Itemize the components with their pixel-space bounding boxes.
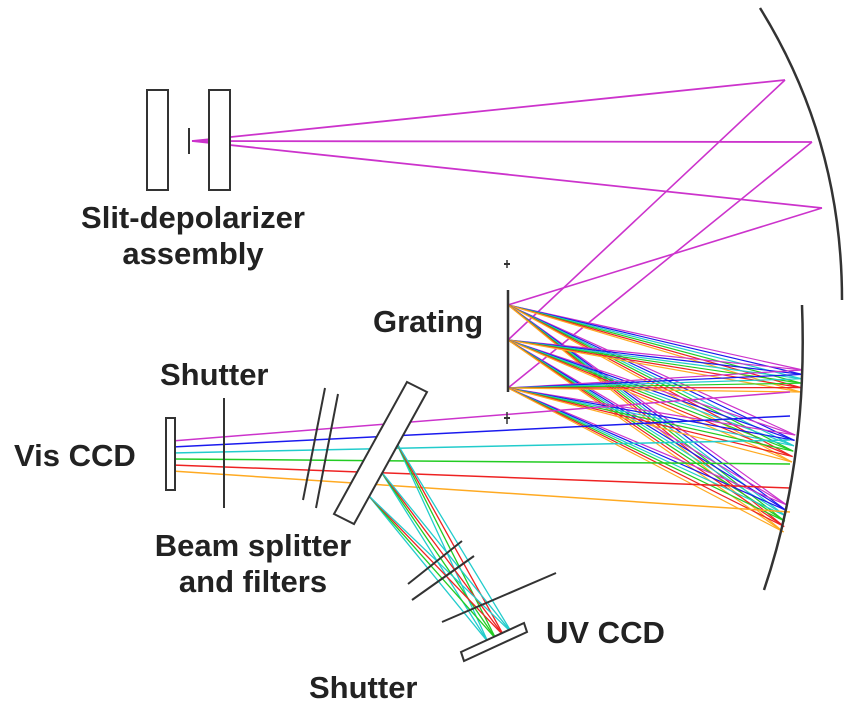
- beam-splitter: [332, 380, 429, 526]
- uv-shutter: [441, 572, 557, 623]
- grating-to-mirror-ray: [507, 382, 802, 389]
- grating-to-mirror-ray: [507, 387, 793, 463]
- mirror-to-vis-ccd-ray: [171, 439, 791, 454]
- vis-filter-1: [302, 387, 326, 501]
- grating-label: Grating: [373, 304, 484, 339]
- grating-to-mirror-ray: [507, 387, 801, 393]
- grating-to-mirror-ray: [507, 304, 795, 447]
- mirror-to-grating-ray: [507, 207, 823, 306]
- splitter-to-uv-ccd-ray: [394, 439, 513, 634]
- grating-to-mirror-ray: [507, 339, 803, 380]
- grating-to-mirror-ray: [507, 339, 786, 522]
- mirror-to-vis-ccd-ray: [171, 391, 791, 442]
- beam-splitter-label: Beam splitter and filters: [128, 528, 378, 600]
- grating-to-mirror-ray: [507, 387, 786, 517]
- grating-to-mirror-ray: [507, 339, 784, 533]
- grating-to-mirror-ray: [507, 339, 785, 528]
- grating-to-mirror-ray: [507, 378, 802, 389]
- depolarizer-plate-2: [208, 89, 231, 191]
- grating-to-mirror-ray: [507, 387, 795, 441]
- slit-depolarizer-label: Slit-depolarizer assembly: [58, 200, 328, 272]
- uv-ccd-label: UV CCD: [546, 615, 665, 650]
- vis-ccd-label: Vis CCD: [14, 438, 136, 473]
- mirror-to-grating-ray: [507, 79, 786, 341]
- grating-to-mirror-ray: [507, 339, 787, 511]
- grating-to-mirror-ray: [507, 387, 785, 528]
- vis-filter-2: [315, 393, 339, 509]
- grating-to-mirror-ray: [507, 304, 788, 506]
- vis-shutter-label: Shutter: [160, 357, 269, 392]
- slit-to-mirror-ray: [191, 79, 786, 142]
- grating-to-mirror-ray: [507, 339, 803, 375]
- grating-to-mirror-ray: [507, 304, 787, 511]
- grating-to-mirror-ray: [507, 304, 803, 380]
- mirror-to-vis-ccd-ray: [171, 470, 791, 513]
- splitter-to-uv-ccd-ray: [379, 469, 489, 643]
- slit-depolarizer-label-line1: Slit-depolarizer: [81, 200, 305, 235]
- grating-to-mirror-ray: [507, 373, 803, 389]
- grating-to-mirror-ray: [507, 304, 802, 384]
- grating-to-mirror-ray: [507, 304, 804, 371]
- grating-to-mirror-ray: [507, 387, 787, 511]
- splitter-to-uv-ccd-ray: [367, 494, 505, 637]
- grating-to-mirror-ray: [507, 387, 795, 447]
- grating-to-mirror-ray: [507, 339, 795, 447]
- grating-to-mirror-ray: [507, 304, 802, 389]
- mirror-to-vis-ccd-ray: [171, 464, 791, 489]
- beam-splitter-label-line2: and filters: [178, 564, 328, 599]
- uv-filter-1: [407, 540, 463, 585]
- splitter-to-uv-ccd-ray: [367, 494, 513, 634]
- grating-to-mirror-ray: [507, 339, 794, 452]
- slit-to-mirror-ray: [191, 140, 823, 209]
- vis-ccd-detector: [165, 417, 176, 491]
- collimating-mirror: [758, 7, 844, 301]
- mirror-to-vis-ccd-ray: [171, 458, 791, 465]
- splitter-to-uv-ccd-ray: [379, 469, 497, 640]
- grating-to-mirror-ray: [507, 387, 796, 436]
- uv-filter-2: [411, 555, 475, 601]
- slit-depolarizer-label-line2: assembly: [122, 236, 264, 271]
- depolarizer-plate-1: [146, 89, 169, 191]
- splitter-to-uv-ccd-ray: [379, 469, 513, 634]
- uv-shutter-label: Shutter: [309, 670, 418, 705]
- splitter-to-uv-ccd-ray: [367, 494, 497, 640]
- grating-to-mirror-ray: [507, 304, 801, 393]
- grating-to-mirror-ray: [507, 369, 804, 389]
- splitter-to-uv-ccd-ray: [394, 439, 505, 637]
- grating-to-mirror-ray: [507, 387, 786, 522]
- mirror-to-vis-ccd-ray: [171, 415, 791, 448]
- splitter-to-uv-ccd-ray: [379, 469, 505, 637]
- grating-to-mirror-ray: [507, 339, 804, 371]
- grating-to-mirror-ray: [507, 339, 793, 458]
- grating-to-mirror-ray: [507, 304, 796, 436]
- slit-to-mirror-ray: [191, 140, 813, 143]
- grating-to-mirror-ray: [507, 339, 801, 393]
- grating-to-mirror-ray: [507, 304, 803, 375]
- uv-ccd-detector: [459, 621, 529, 663]
- beam-splitter-label-line1: Beam splitter: [154, 528, 352, 563]
- grating-to-mirror-ray: [507, 339, 801, 389]
- focusing-mirror: [762, 304, 804, 591]
- grating-to-mirror-ray: [507, 339, 802, 384]
